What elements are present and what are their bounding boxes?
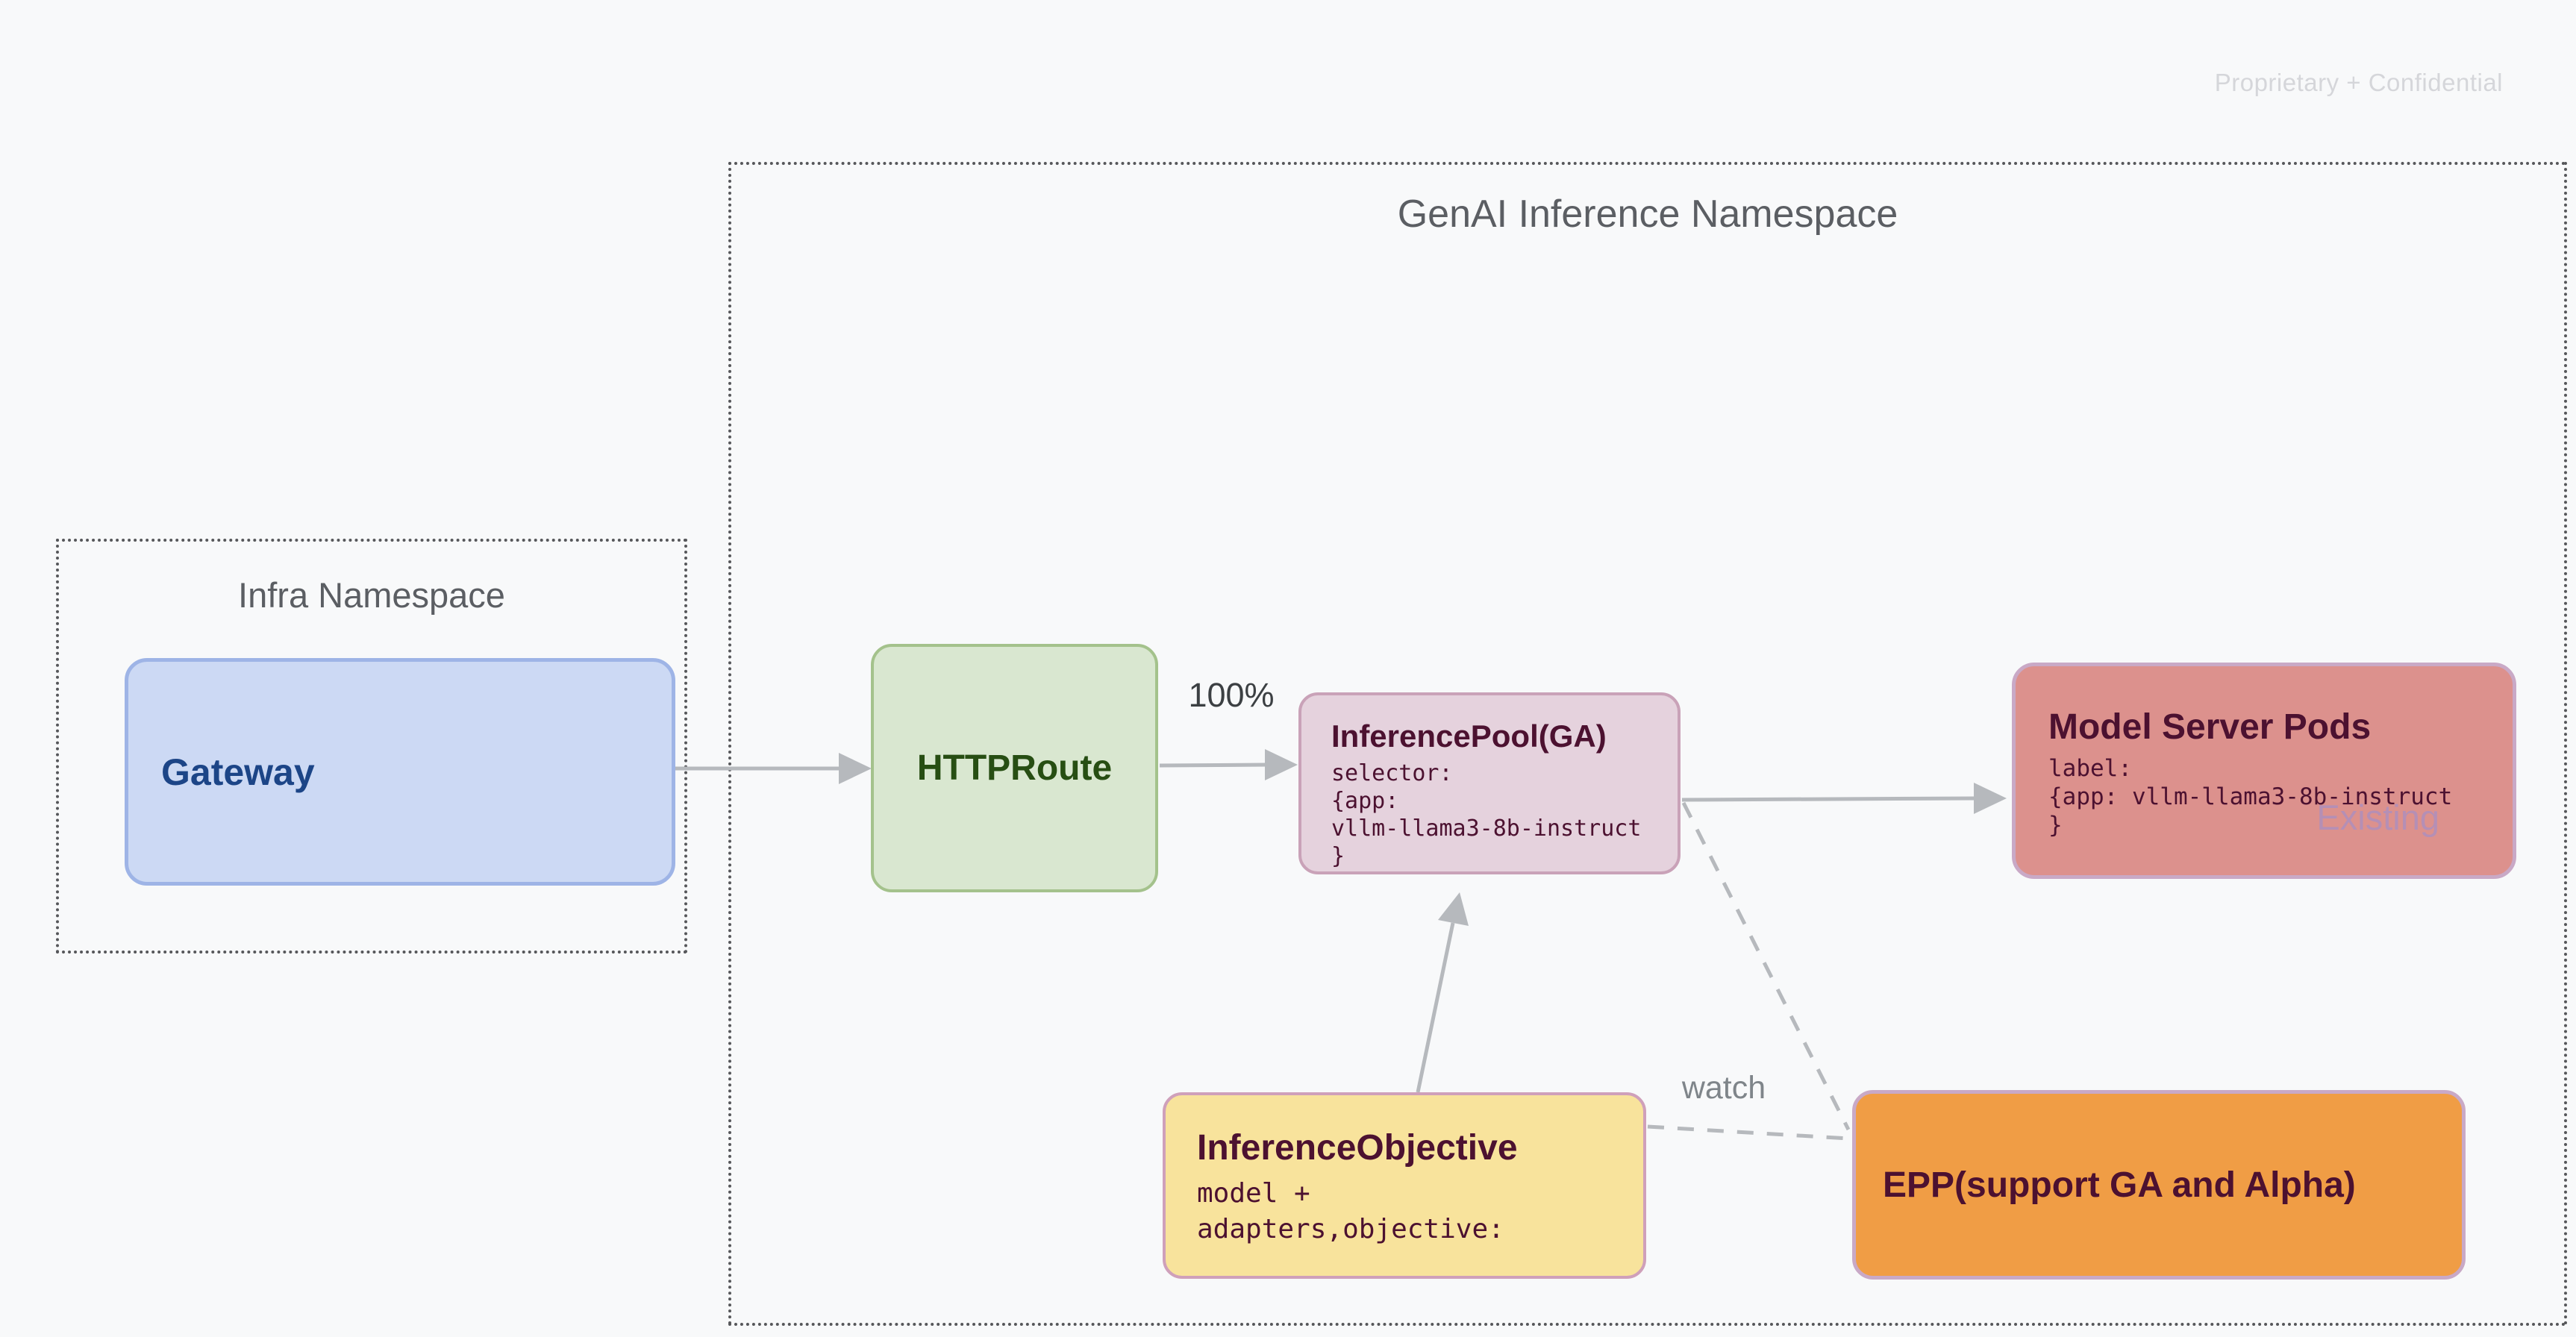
inference-pool-code-line: } bbox=[1331, 843, 1345, 869]
infra-namespace-box[interactable]: Infra Namespace bbox=[56, 539, 687, 954]
infra-namespace-title: Infra Namespace bbox=[238, 575, 505, 615]
epp-label: EPP(support GA and Alpha) bbox=[1883, 1165, 2356, 1205]
existing-status-tag: Existing bbox=[2316, 798, 2439, 837]
inference-objective-code-line: model + bbox=[1197, 1178, 1310, 1209]
model-server-pods-code-line: } bbox=[2048, 812, 2063, 839]
genai-namespace-title: GenAI Inference Namespace bbox=[1397, 192, 1898, 236]
httproute-label: HTTPRoute bbox=[916, 748, 1113, 788]
inference-pool-code-line: selector: bbox=[1331, 760, 1453, 786]
model-server-pods-code-line: {app: vllm-llama3-8b-instruct bbox=[2048, 783, 2453, 810]
edge-label-100-percent: 100% bbox=[1188, 676, 1275, 714]
inference-pool-title: InferencePool(GA) bbox=[1331, 718, 1607, 754]
node-inference-objective[interactable]: InferenceObjective model + adapters,obje… bbox=[1163, 1092, 1646, 1279]
inference-pool-code-line: {app: bbox=[1331, 788, 1399, 814]
inference-pool-code-line: vllm-llama3-8b-instruct bbox=[1331, 815, 1642, 842]
confidentiality-watermark: Proprietary + Confidential bbox=[2214, 69, 2503, 96]
node-httproute[interactable]: HTTPRoute bbox=[871, 644, 1158, 892]
gateway-label: Gateway bbox=[161, 751, 315, 793]
model-server-pods-code-line: label: bbox=[2048, 755, 2132, 782]
node-epp[interactable]: EPP(support GA and Alpha) bbox=[1852, 1090, 2466, 1280]
node-inference-pool[interactable]: InferencePool(GA) selector: {app: vllm-l… bbox=[1298, 692, 1681, 874]
edge-label-watch: watch bbox=[1681, 1070, 1766, 1106]
genai-namespace-box[interactable]: GenAI Inference Namespace bbox=[728, 162, 2567, 1326]
inference-objective-title: InferenceObjective bbox=[1197, 1128, 1518, 1168]
inference-objective-code-line: adapters,objective: bbox=[1197, 1214, 1504, 1244]
node-model-server-pods[interactable]: Model Server Pods label: {app: vllm-llam… bbox=[2012, 663, 2516, 879]
node-gateway[interactable]: Gateway bbox=[125, 658, 675, 886]
model-server-pods-title: Model Server Pods bbox=[2048, 707, 2372, 747]
